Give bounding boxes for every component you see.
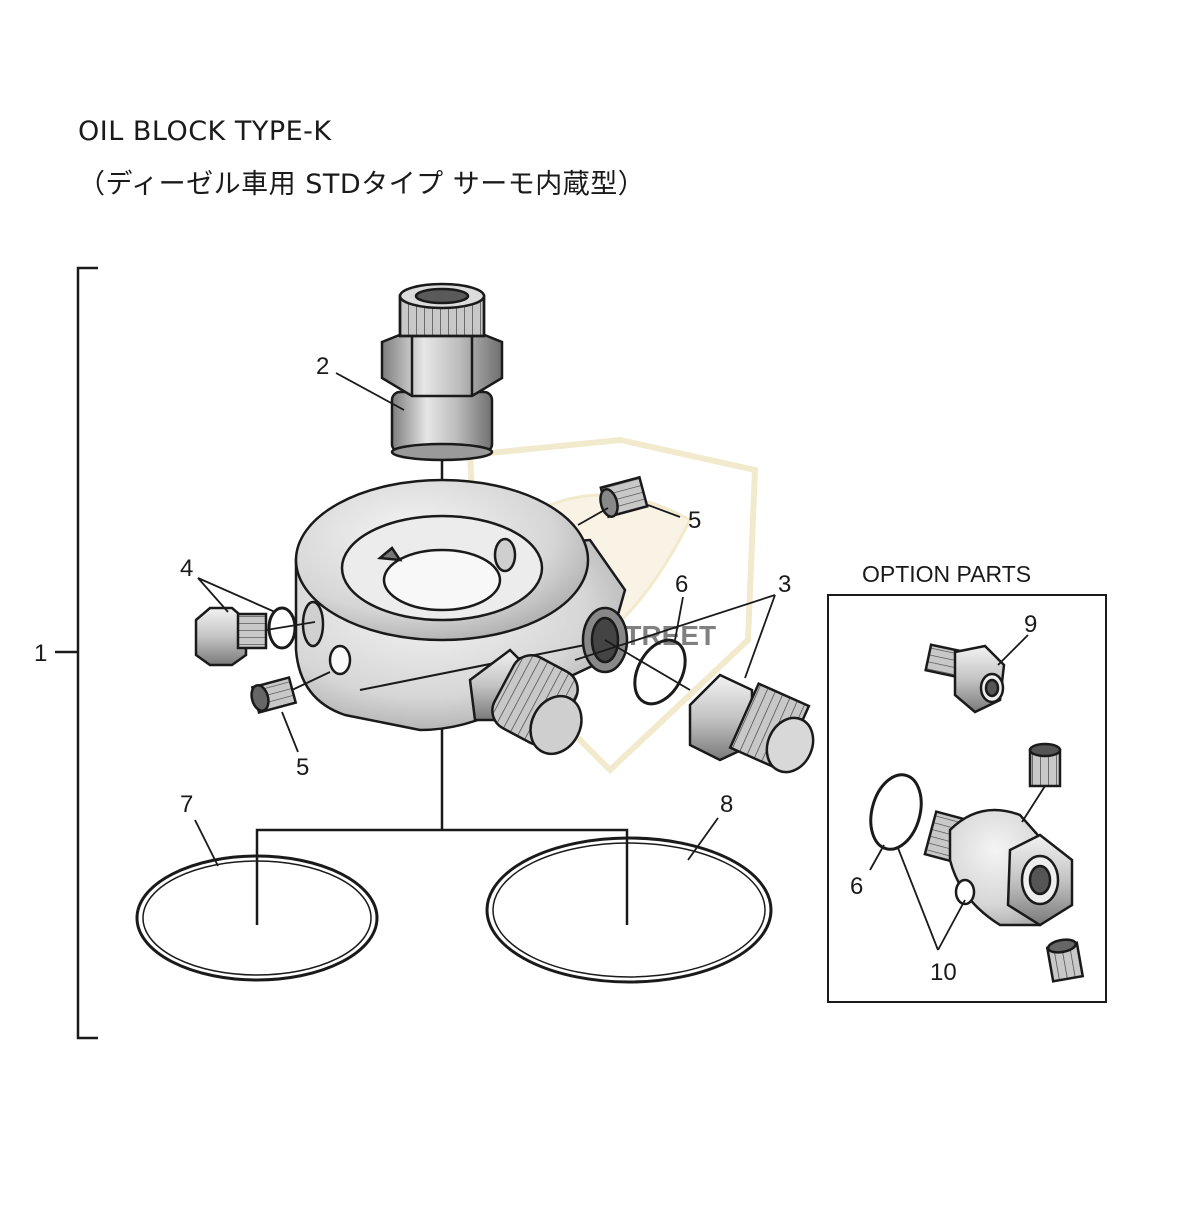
part-2-threaded-fitting (380, 282, 504, 462)
leader-6a (674, 596, 684, 641)
part-7-large-o-ring (135, 854, 379, 982)
part-3-fitting-installed (468, 648, 583, 756)
assembly-bracket (55, 266, 98, 1040)
callout-1: 1 (34, 640, 47, 667)
leader-3 (574, 594, 776, 679)
diagram-title: OIL BLOCK TYPE-K (78, 116, 332, 147)
leader-7 (194, 819, 219, 867)
leader-5b (281, 711, 299, 753)
callout-10: 10 (930, 959, 957, 986)
part-4-washer (267, 606, 297, 650)
part-5-set-screw-bottom (250, 671, 331, 715)
leader-6b (869, 844, 885, 871)
callout-9: 9 (1024, 611, 1037, 638)
part-9-adapter (924, 643, 1006, 714)
part-3-fitting-loose (688, 673, 815, 774)
leader-10 (897, 847, 966, 951)
axis-fitting-3 (604, 639, 691, 691)
part-8-large-o-ring (485, 836, 773, 984)
callout-4: 4 (180, 555, 193, 582)
part-10-sensor-block (869, 742, 1085, 983)
part-6-o-ring-option (869, 773, 923, 851)
part-5-set-screw-top (577, 475, 649, 526)
callout-6b: 6 (850, 873, 863, 900)
option-parts-label: OPTION PARTS (862, 561, 1031, 587)
callout-5b: 5 (296, 754, 309, 781)
option-parts-panel: OPTION PARTS 9 (827, 561, 1107, 1003)
callout-2: 2 (316, 353, 329, 380)
callout-7: 7 (180, 791, 193, 818)
callout-6a: 6 (675, 571, 688, 598)
callout-8: 8 (720, 791, 733, 818)
leader-9 (997, 634, 1029, 666)
leader-2 (335, 372, 405, 411)
diagram-subtitle: （ディーゼル車用 STDタイプ サーモ内蔵型） (78, 169, 646, 200)
leader-4 (197, 577, 276, 613)
part-4-plug-bolt (194, 606, 316, 667)
callout-5a: 5 (688, 507, 701, 534)
leader-8 (687, 817, 719, 861)
leader-5a (647, 504, 681, 518)
callout-3: 3 (778, 571, 791, 598)
